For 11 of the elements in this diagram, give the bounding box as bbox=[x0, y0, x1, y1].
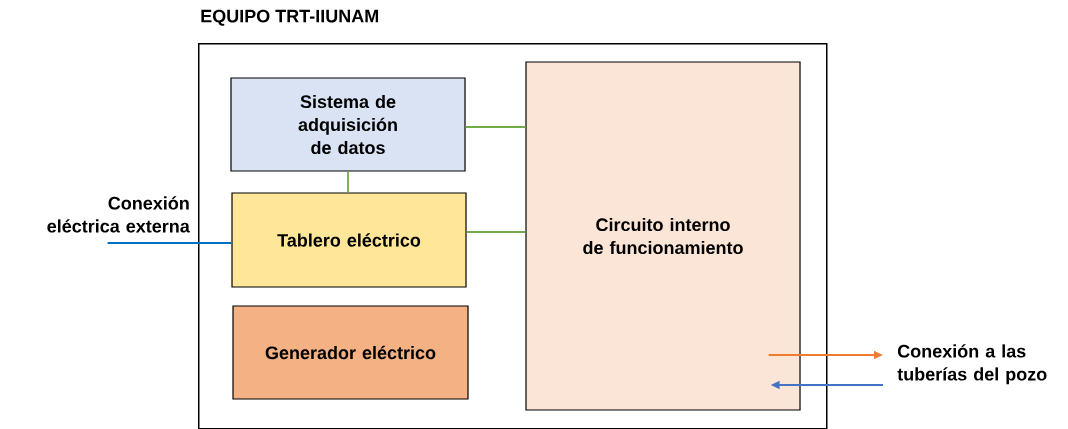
component-box: Generador eléctrico bbox=[232, 305, 469, 400]
component-box: Circuito interno de funcionamiento bbox=[525, 61, 801, 411]
connection-label: Conexión eléctrica externa bbox=[47, 196, 190, 233]
connector bbox=[465, 231, 527, 233]
frame-title: EQUIPO TRT-IIUNAM bbox=[201, 9, 378, 26]
connection-label: Conexión a las tuberías del pozo bbox=[897, 344, 1047, 385]
component-box: Tablero eléctrico bbox=[231, 192, 467, 288]
component-box: Sistema de adquisición de datos bbox=[230, 77, 466, 172]
equipment-frame bbox=[198, 43, 828, 429]
connector bbox=[464, 126, 527, 128]
connector bbox=[347, 170, 349, 194]
